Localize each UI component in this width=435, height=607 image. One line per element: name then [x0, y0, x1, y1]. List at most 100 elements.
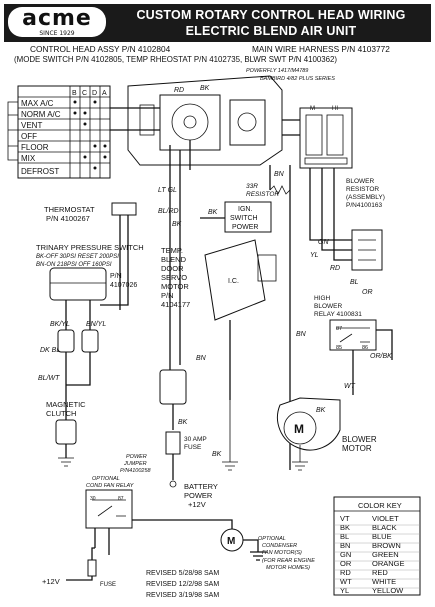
thermostat-pn: P/N 4100267: [46, 214, 90, 223]
relay-label-3: RELAY 4100831: [314, 311, 362, 318]
blower-motor-label-1: BLOWER: [342, 435, 377, 444]
fuse30-label-1: 30 AMP: [184, 436, 207, 443]
servo-label-3: DOOR: [161, 264, 184, 273]
logo-text: acme: [22, 6, 92, 31]
top-note-2: BAMBIRD 4/82 PLUS SERIES: [260, 76, 335, 82]
battery-label-2: POWER: [184, 491, 213, 500]
col-a: A: [102, 90, 107, 97]
blower-motor-label-2: MOTOR: [342, 444, 372, 453]
wire-label-bn-servo: BN: [196, 355, 207, 362]
svg-text:30: 30: [90, 496, 96, 502]
wire-label-bk-fuse: BK: [178, 419, 188, 426]
optional-fan-motor: M OPTIONAL CONDENSER FAN MOTOR(S) (FOR R…: [132, 519, 315, 571]
mode-defrost: DEFROST: [21, 167, 59, 176]
mode-mix: MIX: [21, 154, 36, 163]
sub-parts-line: (MODE SWITCH P/N 4102805, TEMP RHEOSTAT …: [14, 55, 338, 64]
wire-label-bn-right: BN: [274, 171, 285, 178]
bres-label-4: P/N4100163: [346, 202, 383, 209]
clutch-label-1: MAGNETIC: [46, 400, 86, 409]
servo-label-5: MOTOR: [161, 282, 189, 291]
battery-label-3: +12V: [188, 500, 206, 509]
logo-since: SINCE 1929: [39, 30, 75, 37]
col-d: D: [92, 90, 97, 97]
svg-text:M: M: [310, 106, 315, 112]
wire-label-orbk: OR/BK: [370, 353, 392, 360]
ck-code-8: YL: [340, 586, 349, 595]
mode-switch-table: B C D A MAX A/C NORM A/C VENT OFF FLOOR …: [7, 85, 111, 179]
trinary-line2: BN-ON 218PSI OFF 160PSI: [36, 262, 112, 268]
acme-logo: acme SINCE 1929: [8, 7, 106, 37]
optrelay-label-1: OPTIONAL: [92, 476, 120, 482]
servo-connector: [159, 369, 187, 405]
plus12-label: +12V: [42, 577, 60, 586]
wire-label-bkyl: BK/YL: [50, 321, 70, 328]
wire-label-gn: GN: [318, 239, 329, 246]
servo-label-4: SERVO: [161, 273, 187, 282]
fuse-12v: +12V FUSE: [42, 547, 116, 588]
optrelay-label-2: COND FAN RELAY: [86, 483, 134, 489]
ck-name-1: BLACK: [372, 523, 397, 532]
trinary-pn-label: P/N: [110, 273, 122, 280]
fuse30-label-2: FUSE: [184, 444, 202, 451]
blower-resistor: BLOWER RESISTOR (ASSEMBLY) P/N4100163 GN…: [309, 168, 385, 286]
color-key: COLOR KEY VT VIOLET BK BLACK BL BLUE BN …: [333, 496, 421, 596]
ck-code-4: GN: [340, 550, 351, 559]
col-c: C: [82, 90, 87, 97]
temp-blend-servo: TEMP. BLEND DOOR SERVO MOTOR P/N 4104177…: [161, 239, 277, 321]
svg-text:87: 87: [336, 326, 342, 332]
jumper-label-3: P/N4100258: [120, 468, 152, 474]
control-head-pn: CONTROL HEAD ASSY P/N 4102804: [30, 44, 171, 54]
mode-vent: VENT: [21, 121, 42, 130]
optfan-label-1: OPTIONAL: [258, 536, 286, 542]
servo-label-2: BLEND: [161, 255, 187, 264]
jumper-label-2: JUMPER: [123, 461, 147, 467]
battery-label-1: BATTERY: [184, 482, 218, 491]
page-subtitle: ELECTRIC BLEND AIR UNIT: [185, 24, 357, 38]
svg-text:87: 87: [118, 496, 124, 502]
ck-code-7: WT: [340, 577, 352, 586]
fuse-30-amp: 30 AMP FUSE: [165, 431, 207, 480]
wire-label-bnyl: BN/YL: [86, 321, 106, 328]
ck-name-6: RED: [372, 568, 388, 577]
ignition-switch-power: IGN. SWITCH POWER BK: [200, 201, 272, 233]
resistor-33-label-1: 33R: [246, 183, 258, 190]
blower-switch: M HI: [282, 106, 353, 169]
mode-norm-ac: NORM A/C: [21, 110, 61, 119]
trinary-line1: BK-OFF 30PSI RESET 200PSI: [36, 254, 119, 260]
optfan-label-5: MOTOR HOMES): [266, 565, 310, 571]
servo-label-6: P/N: [161, 291, 174, 300]
revision-1: REVISED 5/28/98 SAM: [146, 570, 219, 577]
ck-code-5: OR: [340, 559, 352, 568]
thermostat-label: THERMOSTAT: [44, 205, 95, 214]
svg-text:85: 85: [336, 345, 342, 351]
wire-label-bl: BL: [350, 279, 359, 286]
high-blower-relay: HIGH BLOWER RELAY 4100831 87 85 86 OR/BK: [314, 295, 393, 395]
battery-power: BATTERY POWER +12V: [169, 480, 218, 509]
ck-code-3: BN: [340, 541, 350, 550]
bres-label-1: BLOWER: [346, 178, 374, 185]
revision-3: REVISED 3/19/98 SAM: [146, 592, 219, 599]
ign-label-1: IGN.: [238, 206, 252, 213]
revision-2: REVISED 12/2/98 SAM: [146, 581, 219, 588]
trinary-pn: 4107026: [110, 282, 137, 289]
wire-label-rd: RD: [330, 265, 340, 272]
motor-m: M: [294, 422, 304, 436]
servo-label-1: TEMP.: [161, 246, 183, 255]
optfan-label-4: (FOR REAR ENGINE: [262, 558, 315, 564]
magnetic-clutch: MAGNETIC CLUTCH: [46, 400, 86, 467]
relay-label-1: HIGH: [314, 295, 331, 302]
trinary-title: TRINARY PRESSURE SWITCH: [36, 243, 144, 252]
clutch-label-2: CLUTCH: [46, 409, 76, 418]
svg-text:HI: HI: [332, 106, 338, 112]
fan-motor-m: M: [227, 536, 235, 547]
blower-motor: M BK BLOWER MOTOR: [277, 397, 377, 471]
wire-label-blwt: BL/WT: [38, 375, 60, 382]
main-harness-pn: MAIN WIRE HARNESS P/N 4103772: [252, 44, 390, 54]
resistor-33-label-2: RESISTOR: [246, 191, 279, 198]
wire-label-bn-mid: BN: [296, 331, 307, 338]
wire-label-blrd: BL/RD: [158, 208, 179, 215]
optfan-label-2: CONDENSER: [262, 543, 297, 549]
color-key-title: COLOR KEY: [358, 501, 402, 510]
